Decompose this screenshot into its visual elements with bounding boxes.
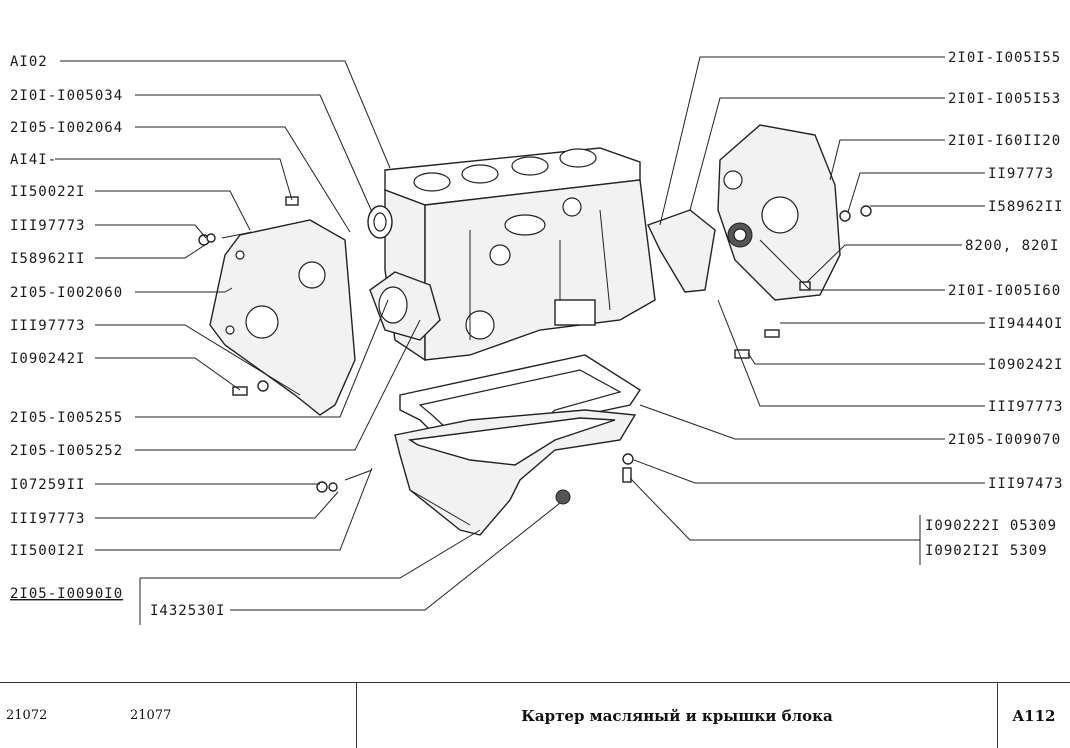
oil-pan-illustration [394, 409, 637, 536]
leader-lines-left [55, 60, 561, 625]
label-right-9: I090242I [988, 357, 1063, 373]
seal-rings-illustration [367, 205, 441, 341]
labels-left: AI02 2I0I-I005034 2I05-I002064 AI4I- II5… [10, 54, 225, 619]
label-left-2: 2I0I-I005034 [10, 88, 123, 104]
rear-cover-illustration [647, 124, 841, 301]
page-title: Картер масляный и крышки блока [357, 683, 998, 748]
label-right-3: 2I0I-I60II20 [948, 133, 1061, 149]
label-right-7: 2I0I-I005I60 [948, 283, 1061, 299]
label-right-6: 8200, 820I [965, 238, 1059, 254]
label-left-7: I58962II [10, 251, 85, 267]
label-left-11: 2I05-I005255 [10, 410, 123, 426]
label-left-3: 2I05-I002064 [10, 120, 123, 136]
label-left-10: I090242I [10, 351, 85, 367]
labels-right: 2I0I-I005I55 2I0I-I005I53 2I0I-I60II20 I… [925, 50, 1063, 559]
page-code: A112 [1012, 706, 1056, 725]
label-left-16: 2I05-I0090I0 [10, 586, 123, 602]
label-left-1: AI02 [10, 54, 48, 70]
label-right-2: 2I0I-I005I53 [948, 91, 1061, 107]
label-right-13: I090222I 05309 [925, 518, 1057, 534]
label-left-13: I07259II [10, 477, 85, 493]
label-left-14: III97773 [10, 511, 85, 527]
label-right-12: III97473 [988, 476, 1063, 492]
model-cell: 21072 21077 [0, 683, 357, 748]
label-left-5: II50022I [10, 184, 85, 200]
label-right-4: II97773 [988, 166, 1054, 182]
label-left-17: I432530I [150, 603, 225, 619]
fasteners-illustration [198, 196, 872, 493]
label-right-1: 2I0I-I005I55 [948, 50, 1061, 66]
model-code-21072: 21072 [6, 708, 48, 723]
label-right-10: III97773 [988, 399, 1063, 415]
label-left-9: III97773 [10, 318, 85, 334]
label-right-11: 2I05-I009070 [948, 432, 1061, 448]
label-left-4: AI4I- [10, 152, 57, 168]
label-right-8: II9444OI [988, 316, 1063, 332]
exploded-parts-diagram: AI02 2I0I-I005034 2I05-I002064 AI4I- II5… [10, 50, 1063, 625]
label-left-6: III97773 [10, 218, 85, 234]
model-code-21077: 21077 [130, 708, 172, 723]
label-left-12: 2I05-I005252 [10, 443, 123, 459]
leader-lines-right [629, 56, 985, 565]
label-right-14: I0902I2I 5309 [925, 543, 1048, 559]
front-cover-illustration [209, 219, 356, 416]
label-left-15: II500I2I [10, 543, 85, 559]
label-right-5: I58962II [988, 199, 1063, 215]
title-block: 21072 21077 Картер масляный и крышки бло… [0, 682, 1070, 748]
label-left-8: 2I05-I002060 [10, 285, 123, 301]
